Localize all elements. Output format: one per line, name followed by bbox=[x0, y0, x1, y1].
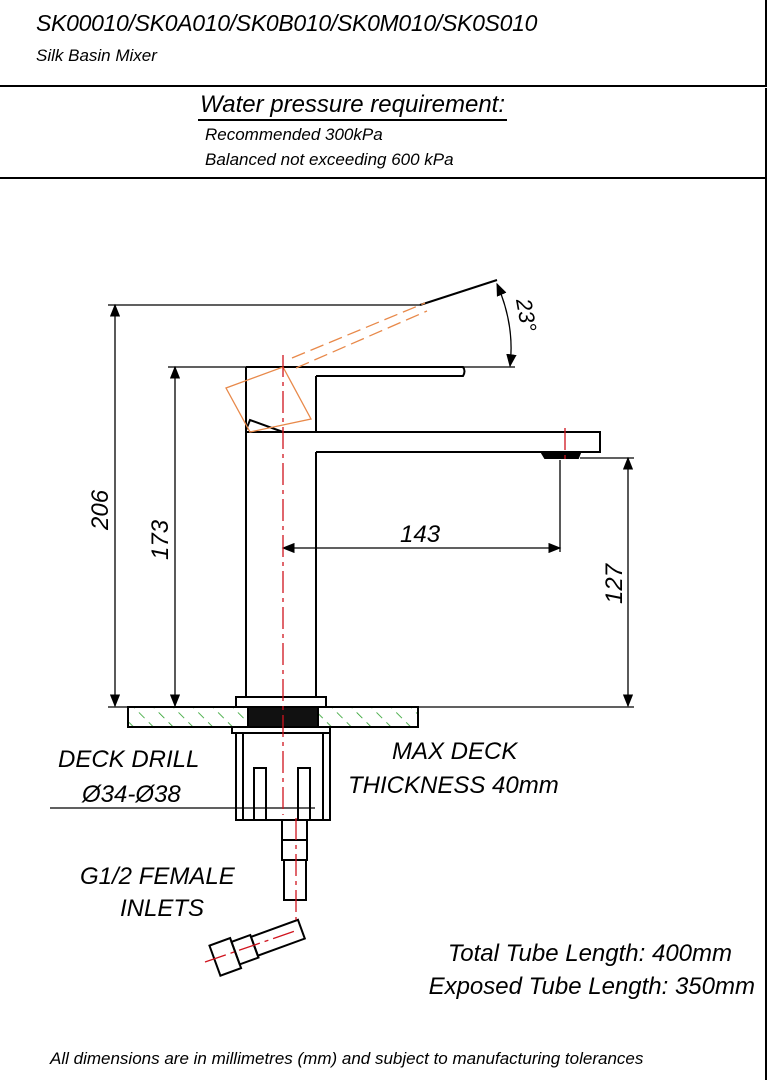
exposed-tube-length: Exposed Tube Length: 350mm bbox=[429, 973, 755, 1000]
angle-arc bbox=[496, 282, 517, 368]
pressure-balanced: Balanced not exceeding 600 kPa bbox=[205, 150, 454, 169]
inlets-label: G1/2 FEMALE bbox=[80, 863, 236, 890]
deck-drill-size: Ø34-Ø38 bbox=[81, 781, 181, 808]
pressure-block: Water pressure requirement: Recommended … bbox=[0, 88, 767, 179]
pressure-title: Water pressure requirement: bbox=[198, 91, 508, 121]
centerlines bbox=[204, 355, 566, 963]
dim-total-height: 206 bbox=[87, 489, 114, 531]
dimension-lines bbox=[50, 303, 634, 809]
dim-spout-reach: 143 bbox=[400, 521, 441, 548]
title-block: SK00010/SK0A010/SK0B010/SK0M010/SK0S010 … bbox=[0, 0, 767, 87]
inlets-label-2: INLETS bbox=[120, 895, 204, 922]
lever-angle: 23° bbox=[511, 296, 542, 334]
footer-note: All dimensions are in millimetres (mm) a… bbox=[49, 1049, 644, 1068]
raised-lever bbox=[419, 279, 498, 306]
dim-spout-clearance: 127 bbox=[601, 562, 628, 604]
max-deck-thickness: THICKNESS 40mm bbox=[348, 772, 559, 799]
deck-drill-label: DECK DRILL bbox=[58, 746, 199, 773]
hose bbox=[208, 819, 308, 977]
frame-border bbox=[765, 179, 767, 1080]
product-name: Silk Basin Mixer bbox=[36, 46, 157, 65]
total-tube-length: Total Tube Length: 400mm bbox=[448, 940, 732, 967]
ghost-lever bbox=[225, 302, 428, 433]
model-codes: SK00010/SK0A010/SK0B010/SK0M010/SK0S010 bbox=[36, 10, 538, 36]
pressure-recommended: Recommended 300kPa bbox=[205, 125, 383, 144]
dim-spout-height: 173 bbox=[147, 519, 174, 560]
max-deck-label: MAX DECK bbox=[392, 738, 518, 765]
